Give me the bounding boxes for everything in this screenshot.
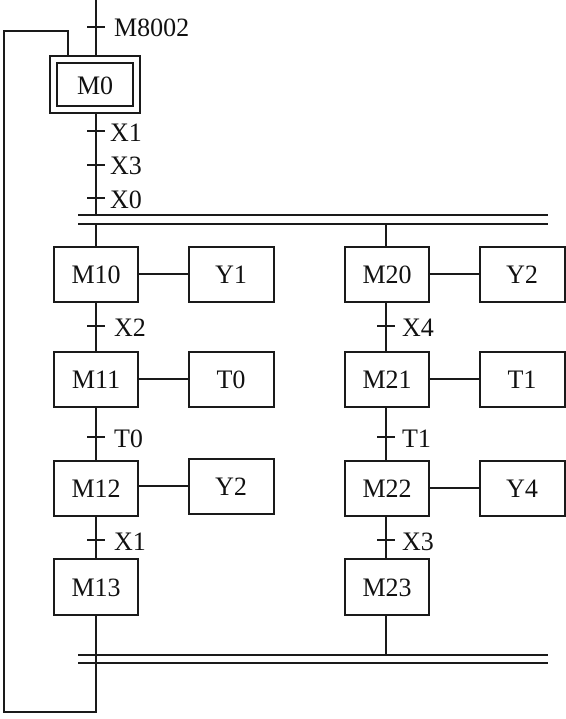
action-label-y2-right: Y2: [506, 260, 538, 289]
transition-label-x0: X0: [110, 185, 142, 214]
action-label-t1: T1: [508, 365, 537, 394]
action-label-y1: Y1: [215, 260, 247, 289]
return-loop-line: [3, 30, 97, 713]
step-label-m12: M12: [71, 474, 120, 503]
step-label-m10: M10: [71, 260, 120, 289]
transition-label-x4: X4: [402, 313, 434, 342]
action-label-y2-left: Y2: [215, 472, 247, 501]
transition-label-t0: T0: [114, 424, 143, 453]
action-box-y4: [479, 460, 566, 517]
action-label-y4: Y4: [506, 474, 538, 503]
action-label-t0: T0: [217, 365, 246, 394]
step-label-m21: M21: [362, 365, 411, 394]
step-box-m22: [344, 460, 430, 517]
action-box-t0: [188, 351, 275, 408]
step-label-m20: M20: [362, 260, 411, 289]
step-label-m22: M22: [362, 474, 411, 503]
transition-label-x1-left: X1: [114, 527, 146, 556]
step-label-m11: M11: [72, 365, 120, 394]
step-box-m12: [53, 460, 139, 517]
initial-step-box-inner: [56, 62, 134, 107]
transition-label-m8002: M8002: [114, 13, 189, 42]
step-box-m13: [53, 558, 139, 616]
action-box-y2-right: [479, 246, 566, 303]
action-box-y2-left: [188, 458, 275, 515]
step-label-m13: M13: [71, 573, 120, 602]
step-box-m23: [344, 558, 430, 616]
transition-label-x3-right: X3: [402, 527, 434, 556]
transition-label-x2: X2: [114, 313, 146, 342]
action-box-t1: [479, 351, 566, 408]
transition-label-x3: X3: [110, 151, 142, 180]
initial-step-label: M0: [77, 71, 113, 100]
transition-label-t1: T1: [402, 424, 431, 453]
step-box-m20: [344, 246, 430, 303]
transition-label-x1: X1: [110, 118, 142, 147]
step-box-m11: [53, 351, 139, 408]
action-box-y1: [188, 246, 275, 303]
step-label-m23: M23: [362, 573, 411, 602]
